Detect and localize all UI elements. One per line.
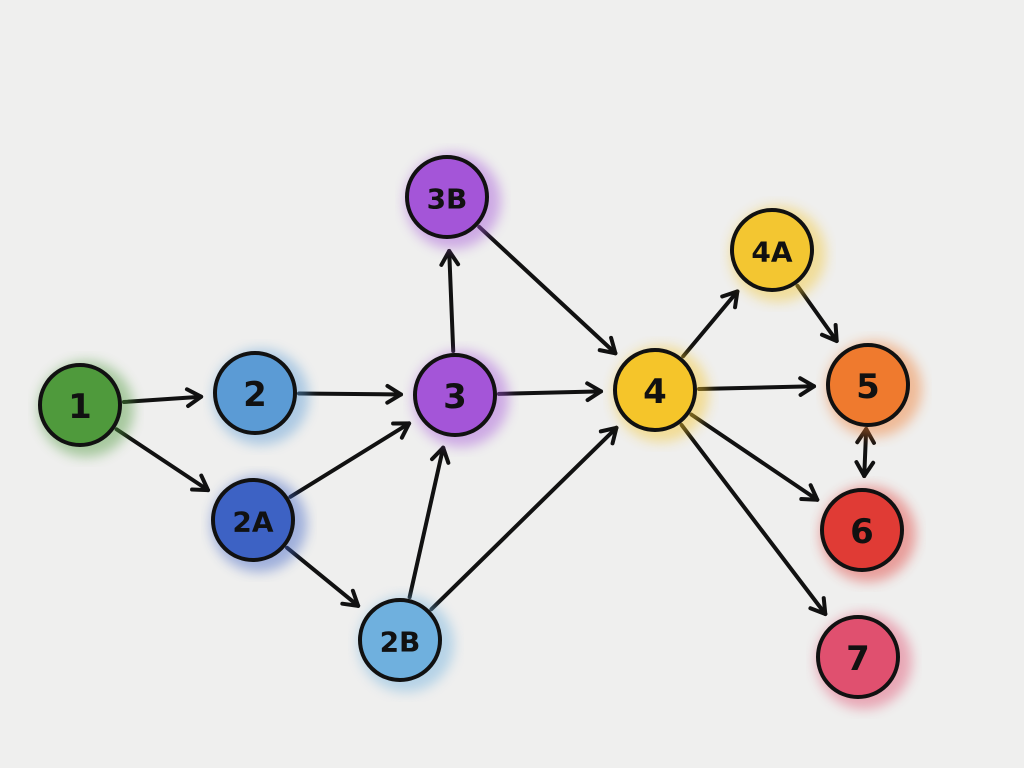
node-circle [820,488,904,572]
edge-3-to-4 [496,381,604,403]
arrowhead-icon [391,421,412,440]
node-label: 6 [850,512,874,552]
edge-line [285,545,361,608]
node-label: 3B [427,183,468,216]
node-label: 1 [68,387,92,427]
node-label: 2B [380,626,421,659]
arrowhead-icon [190,473,211,493]
node-2A: 2A [211,476,307,572]
edge-line [407,445,446,600]
node-label: 2 [243,375,267,415]
edge-3-to-3B [439,248,461,354]
node-label: 4 [643,372,667,412]
edge-4-to-5 [696,376,817,397]
arrowhead-icon [819,323,839,343]
node-circle [613,348,697,432]
edge-line [121,394,204,404]
edge-line [681,289,740,359]
node-2B: 2B [358,596,454,692]
node-2: 2 [213,349,309,445]
arrowhead-icon [340,588,361,608]
edge-line [679,423,828,617]
node-label: 7 [846,639,870,679]
edge-line [689,412,820,502]
arrowhead-icon [585,381,604,403]
node-circle [730,208,814,292]
arrowhead-icon [598,425,619,446]
node-6: 6 [820,486,916,582]
node-4: 4 [613,346,709,442]
arrowhead-icon [854,460,876,479]
edge-line [296,391,404,397]
arrowhead-icon [799,483,820,502]
edge-2A-to-2B [285,545,361,608]
edge-1-to-2A [114,427,211,493]
node-label: 2A [232,506,273,539]
edge-1-to-2 [121,387,204,408]
node-circle [816,615,900,699]
edge-line [696,384,817,391]
edge-4A-to-5 [795,283,839,343]
node-circle [211,478,295,562]
nodes: 1 2 2A 2B 3 3B 4 4A 5 6 7 [38,153,922,709]
node-circle [826,343,910,427]
edge-3B-to-4 [477,224,618,356]
edge-4-to-4A [681,289,740,359]
arrowhead-icon [439,248,461,267]
node-circle [38,363,122,447]
arrowhead-icon [430,445,451,465]
edge-line [477,224,618,356]
edges [114,224,876,617]
edge-line [496,389,604,396]
node-7: 7 [816,613,912,709]
node-5: 5 [826,341,922,437]
edge-line [288,421,412,499]
node-label: 4A [751,236,792,269]
edge-2B-to-3 [407,445,451,600]
node-circle [405,155,489,239]
node-3: 3 [413,351,509,447]
arrowhead-icon [184,387,204,408]
node-3B: 3B [405,153,501,249]
node-circle [358,598,442,682]
node-4A: 4A [730,206,826,302]
arrowhead-icon [808,596,828,617]
node-circle [213,351,297,435]
edge-line [447,248,456,354]
edge-line [429,425,619,612]
node-label: 3 [443,377,467,417]
edge-4-to-7 [679,423,828,617]
arrowhead-icon [385,383,404,405]
edge-4-to-6 [689,412,820,502]
edge-line [862,426,869,479]
edge-2A-to-3 [288,421,412,499]
node-1: 1 [38,361,134,457]
arrowhead-icon [720,289,740,310]
edge-2-to-3 [296,383,404,405]
arrowhead-icon [798,376,817,397]
edge-line [795,283,839,343]
node-circle [413,353,497,437]
node-label: 5 [856,367,880,407]
arrowhead-icon [597,335,618,356]
edge-2B-to-4 [429,425,619,612]
edge-line [114,427,211,493]
